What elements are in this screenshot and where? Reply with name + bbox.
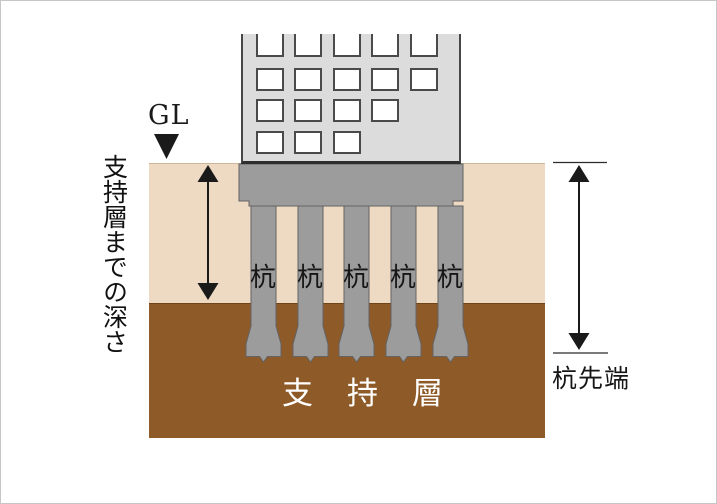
window bbox=[294, 99, 322, 122]
gl-label: GL bbox=[148, 100, 190, 131]
window bbox=[333, 99, 361, 122]
window bbox=[410, 34, 438, 57]
window bbox=[294, 34, 322, 57]
building bbox=[241, 34, 461, 164]
foundation-slab bbox=[238, 163, 464, 207]
window bbox=[333, 34, 361, 57]
pile-label: 杭 bbox=[389, 263, 416, 293]
window bbox=[371, 68, 399, 91]
window bbox=[256, 34, 284, 57]
window bbox=[256, 99, 284, 122]
pile-label: 杭 bbox=[436, 263, 463, 293]
window bbox=[256, 131, 284, 154]
pile bbox=[292, 205, 329, 363]
window bbox=[294, 68, 322, 91]
pile-label: 杭 bbox=[342, 263, 369, 293]
window bbox=[333, 131, 361, 154]
pile bbox=[245, 205, 282, 363]
pile-tip-label: 杭先端 bbox=[552, 364, 631, 393]
pile-tip-arrow bbox=[553, 161, 608, 354]
pile-label: 杭 bbox=[249, 263, 276, 293]
window bbox=[371, 34, 399, 57]
support-layer-char: 層 bbox=[412, 376, 443, 412]
support-layer-char: 持 bbox=[347, 376, 378, 412]
pile bbox=[338, 205, 375, 363]
pile-label: 杭 bbox=[296, 263, 323, 293]
support-layer-label: 支 持 層 bbox=[282, 368, 443, 413]
depth-axis-label: 支持層までの深さ bbox=[99, 154, 129, 354]
window bbox=[294, 131, 322, 154]
window bbox=[371, 99, 399, 122]
window bbox=[410, 68, 438, 91]
depth-arrow bbox=[197, 165, 219, 300]
gl-marker-icon bbox=[154, 134, 179, 159]
window bbox=[333, 68, 361, 91]
support-layer-char: 支 bbox=[282, 376, 313, 412]
pile bbox=[432, 205, 469, 363]
pile bbox=[385, 205, 422, 363]
window bbox=[256, 68, 284, 91]
